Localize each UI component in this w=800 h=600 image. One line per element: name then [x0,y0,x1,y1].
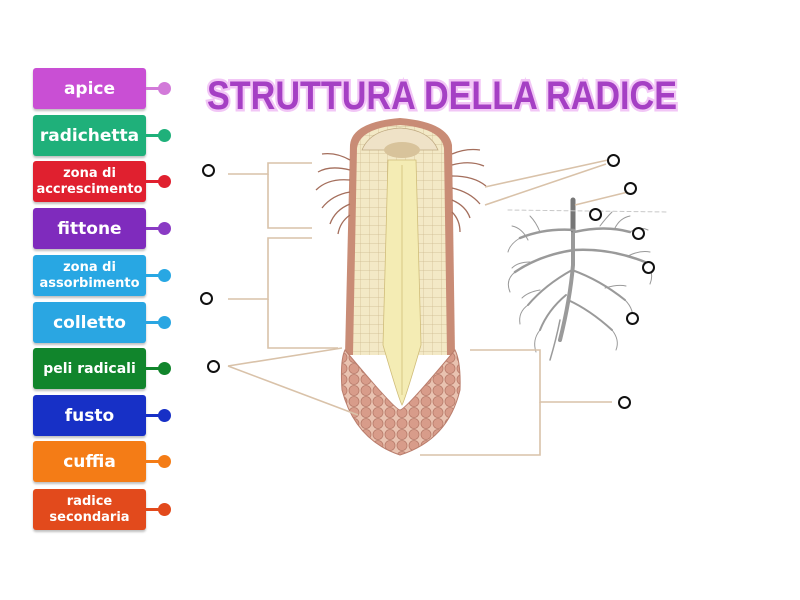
label-connector-radichetta [146,134,162,137]
label-apice[interactable]: apice [33,68,146,109]
drop-target-4[interactable] [607,154,620,167]
page-title: STRUTTURA DELLA RADICE [205,72,680,121]
label-knob-zona-assorbimento[interactable] [158,269,171,282]
root-section [315,118,487,456]
drop-target-1[interactable] [202,164,215,177]
label-text-apice: apice [63,78,116,99]
leader-lines [227,159,629,456]
label-text-colletto: colletto [53,312,126,333]
label-text-fusto: fusto [64,405,115,426]
page-title-text: STRUTTURA DELLA RADICE [207,74,677,118]
label-connector-zona-accrescimento [146,180,162,183]
drop-target-7[interactable] [632,227,645,240]
drop-target-3[interactable] [207,360,220,373]
label-knob-fittone[interactable] [158,222,171,235]
label-knob-radichetta[interactable] [158,129,171,142]
meristem-tip [361,127,439,151]
label-knob-apice[interactable] [158,82,171,95]
label-text-peli-radicali: peli radicali [43,360,136,377]
label-connector-fusto [146,414,162,417]
label-knob-peli-radicali[interactable] [158,362,171,375]
label-colletto[interactable]: colletto [33,302,146,343]
label-connector-radice-secondaria [146,508,162,511]
label-text-fittone: fittone [57,218,122,239]
label-knob-radice-secondaria[interactable] [158,503,171,516]
drop-target-8[interactable] [642,261,655,274]
drop-target-2[interactable] [200,292,213,305]
label-connector-peli-radicali [146,367,162,370]
label-text-cuffia: cuffia [63,451,116,472]
label-radichetta[interactable]: radichetta [33,115,146,156]
label-fusto[interactable]: fusto [33,395,146,436]
label-connector-fittone [146,227,162,230]
label-cuffia[interactable]: cuffia [33,441,146,482]
label-connector-zona-assorbimento [146,274,162,277]
label-radice-secondaria[interactable]: radice secondaria [33,489,146,530]
root-cap [340,349,461,456]
label-knob-fusto[interactable] [158,409,171,422]
label-zona-assorbimento[interactable]: zona di assorbimento [33,255,146,296]
label-knob-colletto[interactable] [158,316,171,329]
label-text-zona-accrescimento: zona di accrescimento [36,165,143,197]
label-fittone[interactable]: fittone [33,208,146,249]
drop-target-10[interactable] [618,396,631,409]
label-zona-accrescimento[interactable]: zona di accrescimento [33,161,146,202]
tap-root [558,198,575,342]
label-connector-colletto [146,321,162,324]
label-text-radice-secondaria: radice secondaria [49,493,130,525]
label-peli-radicali[interactable]: peli radicali [33,348,146,389]
label-knob-zona-accrescimento[interactable] [158,175,171,188]
label-connector-apice [146,87,162,90]
label-text-zona-assorbimento: zona di assorbimento [39,259,140,291]
drop-target-6[interactable] [589,208,602,221]
meristem-center [384,142,420,158]
drop-target-5[interactable] [624,182,637,195]
label-text-radichetta: radichetta [39,125,140,146]
label-connector-cuffia [146,460,162,463]
root-system [507,197,669,361]
root-hairs [315,148,487,235]
drop-target-9[interactable] [626,312,639,325]
label-knob-cuffia[interactable] [158,455,171,468]
